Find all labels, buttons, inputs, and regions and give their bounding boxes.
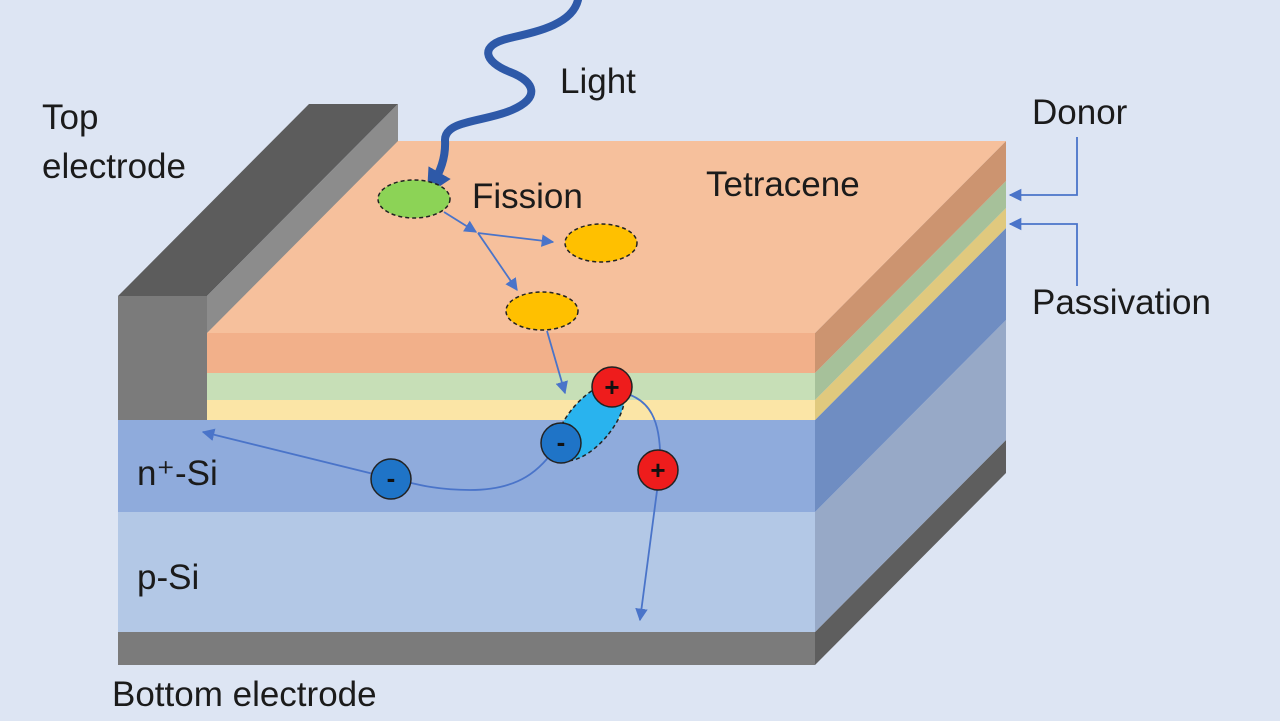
n-si-label: n⁺-Si [137,454,218,493]
top-electrode-inner [207,104,398,333]
top-electrode-top [118,104,398,296]
donor-layer [205,373,815,400]
triplet-exciton-2 [505,291,579,331]
bottom-electrode [118,632,815,665]
donor-label: Donor [1032,93,1128,132]
singlet-exciton [377,179,451,219]
fission-arrow-a [443,211,478,233]
tetracene-front [205,333,815,373]
tetracene-label: Tetracene [706,165,860,204]
hole-sign: + [650,455,665,485]
donor-pointer [1008,137,1078,202]
n-si-side [815,228,1006,512]
p-si-side [815,320,1006,632]
passivation-layer [205,400,815,420]
donor-side [815,181,1006,400]
transfer-arrow [546,330,568,395]
fission-arrow-c [477,232,518,292]
fission-arrow-b [477,232,555,247]
electron-sign: - [557,427,566,457]
triplet-exciton-1 [564,223,638,263]
electron-sign: - [387,463,396,493]
hole-charge-upper: + [591,366,633,408]
passivation-pointer [1008,217,1078,286]
electron-charge-lower: - [370,458,412,500]
hole-charge-lower: + [637,449,679,491]
fission-label: Fission [472,177,583,216]
top-electrode-label-line2: electrode [42,147,186,186]
tetracene-side [815,141,1006,373]
top-electrode-label-line1: Top [42,98,98,137]
p-si-label: p-Si [137,558,199,597]
passivation-label: Passivation [1032,283,1211,322]
bottom-electrode-side [815,440,1006,665]
n-si-layer [118,420,815,512]
light-label: Light [560,62,636,101]
electron-charge-upper: - [540,422,582,464]
top-electrode-front [118,296,207,420]
p-si-layer [118,512,815,632]
hole-sign: + [604,372,619,402]
bottom-electrode-label: Bottom electrode [112,675,377,714]
passivation-side [815,208,1006,420]
light-wave [426,0,582,195]
